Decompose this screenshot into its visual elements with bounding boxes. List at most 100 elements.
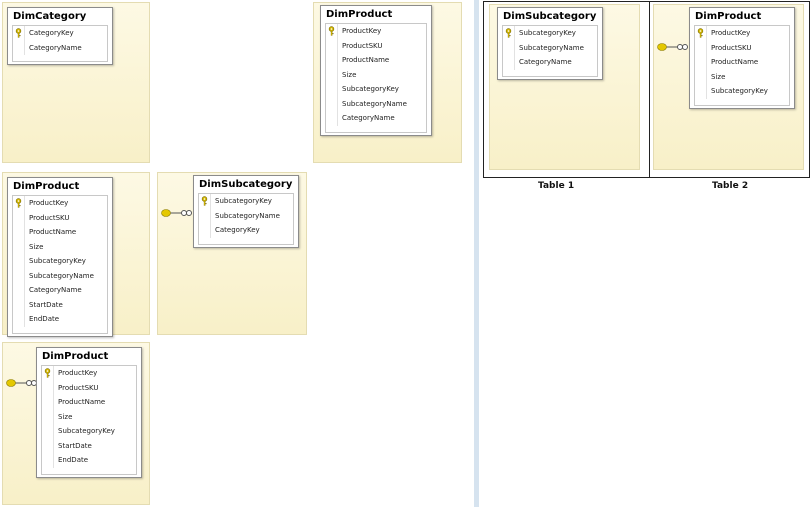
column-name: ProductName	[711, 58, 759, 66]
column-row[interactable]: Size	[42, 409, 136, 424]
column-row[interactable]: SubcategoryKey	[695, 84, 789, 99]
column-row[interactable]: ProductName	[695, 55, 789, 70]
column-row[interactable]: ProductKey	[42, 366, 136, 381]
column-gutter	[13, 196, 25, 211]
column-gutter	[503, 40, 515, 55]
column-gutter	[695, 40, 707, 55]
column-row[interactable]: SubcategoryName	[13, 268, 107, 283]
column-name: Size	[58, 412, 73, 421]
column-name: CategoryName	[342, 114, 395, 122]
column-gutter	[13, 26, 25, 41]
column-gutter	[13, 312, 25, 327]
column-gutter	[695, 84, 707, 99]
column-gutter	[42, 424, 54, 439]
column-gutter	[199, 208, 211, 223]
column-list-footer	[198, 237, 294, 245]
column-gutter	[42, 366, 54, 381]
column-name: CategoryName	[29, 286, 82, 294]
column-row[interactable]: SubcategoryName	[199, 208, 293, 223]
table1-caption: Table 1	[538, 181, 575, 191]
column-gutter	[199, 223, 211, 238]
column-row[interactable]: ProductSKU	[42, 380, 136, 395]
column-name: Size	[342, 70, 357, 79]
column-row[interactable]: CategoryName	[13, 283, 107, 298]
column-row[interactable]: ProductSKU	[695, 40, 789, 55]
column-row[interactable]: CategoryName	[503, 55, 597, 70]
column-name: Size	[711, 72, 726, 81]
column-row[interactable]: SubcategoryName	[326, 96, 426, 111]
column-row[interactable]: Size	[13, 239, 107, 254]
column-gutter	[326, 82, 338, 97]
column-name: ProductName	[58, 398, 106, 406]
column-row[interactable]: CategoryKey	[199, 223, 293, 238]
column-row[interactable]: Size	[695, 69, 789, 84]
column-name: SubcategoryKey	[519, 29, 576, 37]
column-gutter	[13, 210, 25, 225]
column-row[interactable]: ProductName	[326, 53, 426, 68]
column-row[interactable]: SubcategoryKey	[13, 254, 107, 269]
column-row[interactable]: ProductKey	[13, 196, 107, 211]
column-gutter	[695, 69, 707, 84]
column-row[interactable]: SubcategoryKey	[199, 194, 293, 209]
column-row[interactable]: CategoryName	[326, 111, 426, 126]
column-name: Size	[29, 242, 44, 251]
column-row[interactable]: ProductName	[13, 225, 107, 240]
key-icon	[697, 28, 704, 38]
column-gutter	[42, 438, 54, 453]
column-row[interactable]: ProductName	[42, 395, 136, 410]
column-row[interactable]: StartDate	[13, 297, 107, 312]
column-row[interactable]: SubcategoryKey	[326, 82, 426, 97]
column-row[interactable]: SubcategoryName	[503, 40, 597, 55]
column-row[interactable]: Size	[326, 67, 426, 82]
column-row[interactable]: CategoryName	[13, 40, 107, 55]
column-name: CategoryKey	[215, 226, 260, 234]
column-row[interactable]: StartDate	[42, 438, 136, 453]
table-title: DimSubcategory	[503, 11, 597, 22]
column-name: SubcategoryKey	[215, 197, 272, 205]
pane-divider	[474, 0, 479, 507]
column-list-footer	[694, 98, 790, 106]
column-row[interactable]: ProductSKU	[326, 38, 426, 53]
column-name: CategoryName	[29, 43, 82, 52]
key-icon	[44, 368, 51, 378]
column-name: ProductName	[342, 56, 390, 64]
column-gutter	[13, 297, 25, 312]
column-row[interactable]: EndDate	[42, 453, 136, 468]
column-gutter	[42, 409, 54, 424]
key-icon	[505, 28, 512, 38]
key-icon	[201, 196, 208, 206]
column-row[interactable]: EndDate	[13, 312, 107, 327]
column-row[interactable]: SubcategoryKey	[42, 424, 136, 439]
column-name: SubcategoryName	[342, 99, 407, 108]
table-title: DimCategory	[13, 11, 87, 22]
column-row[interactable]: ProductSKU	[13, 210, 107, 225]
column-row[interactable]: CategoryKey	[13, 26, 107, 41]
column-name: ProductName	[29, 228, 77, 236]
column-gutter	[695, 26, 707, 41]
column-row[interactable]: ProductKey	[695, 26, 789, 41]
column-name: ProductSKU	[711, 43, 752, 52]
column-name: CategoryKey	[29, 29, 74, 37]
column-row[interactable]: ProductKey	[326, 24, 426, 39]
column-gutter	[503, 26, 515, 41]
column-gutter	[326, 96, 338, 111]
column-gutter	[42, 453, 54, 468]
column-gutter	[42, 395, 54, 410]
column-row[interactable]: SubcategoryKey	[503, 26, 597, 41]
